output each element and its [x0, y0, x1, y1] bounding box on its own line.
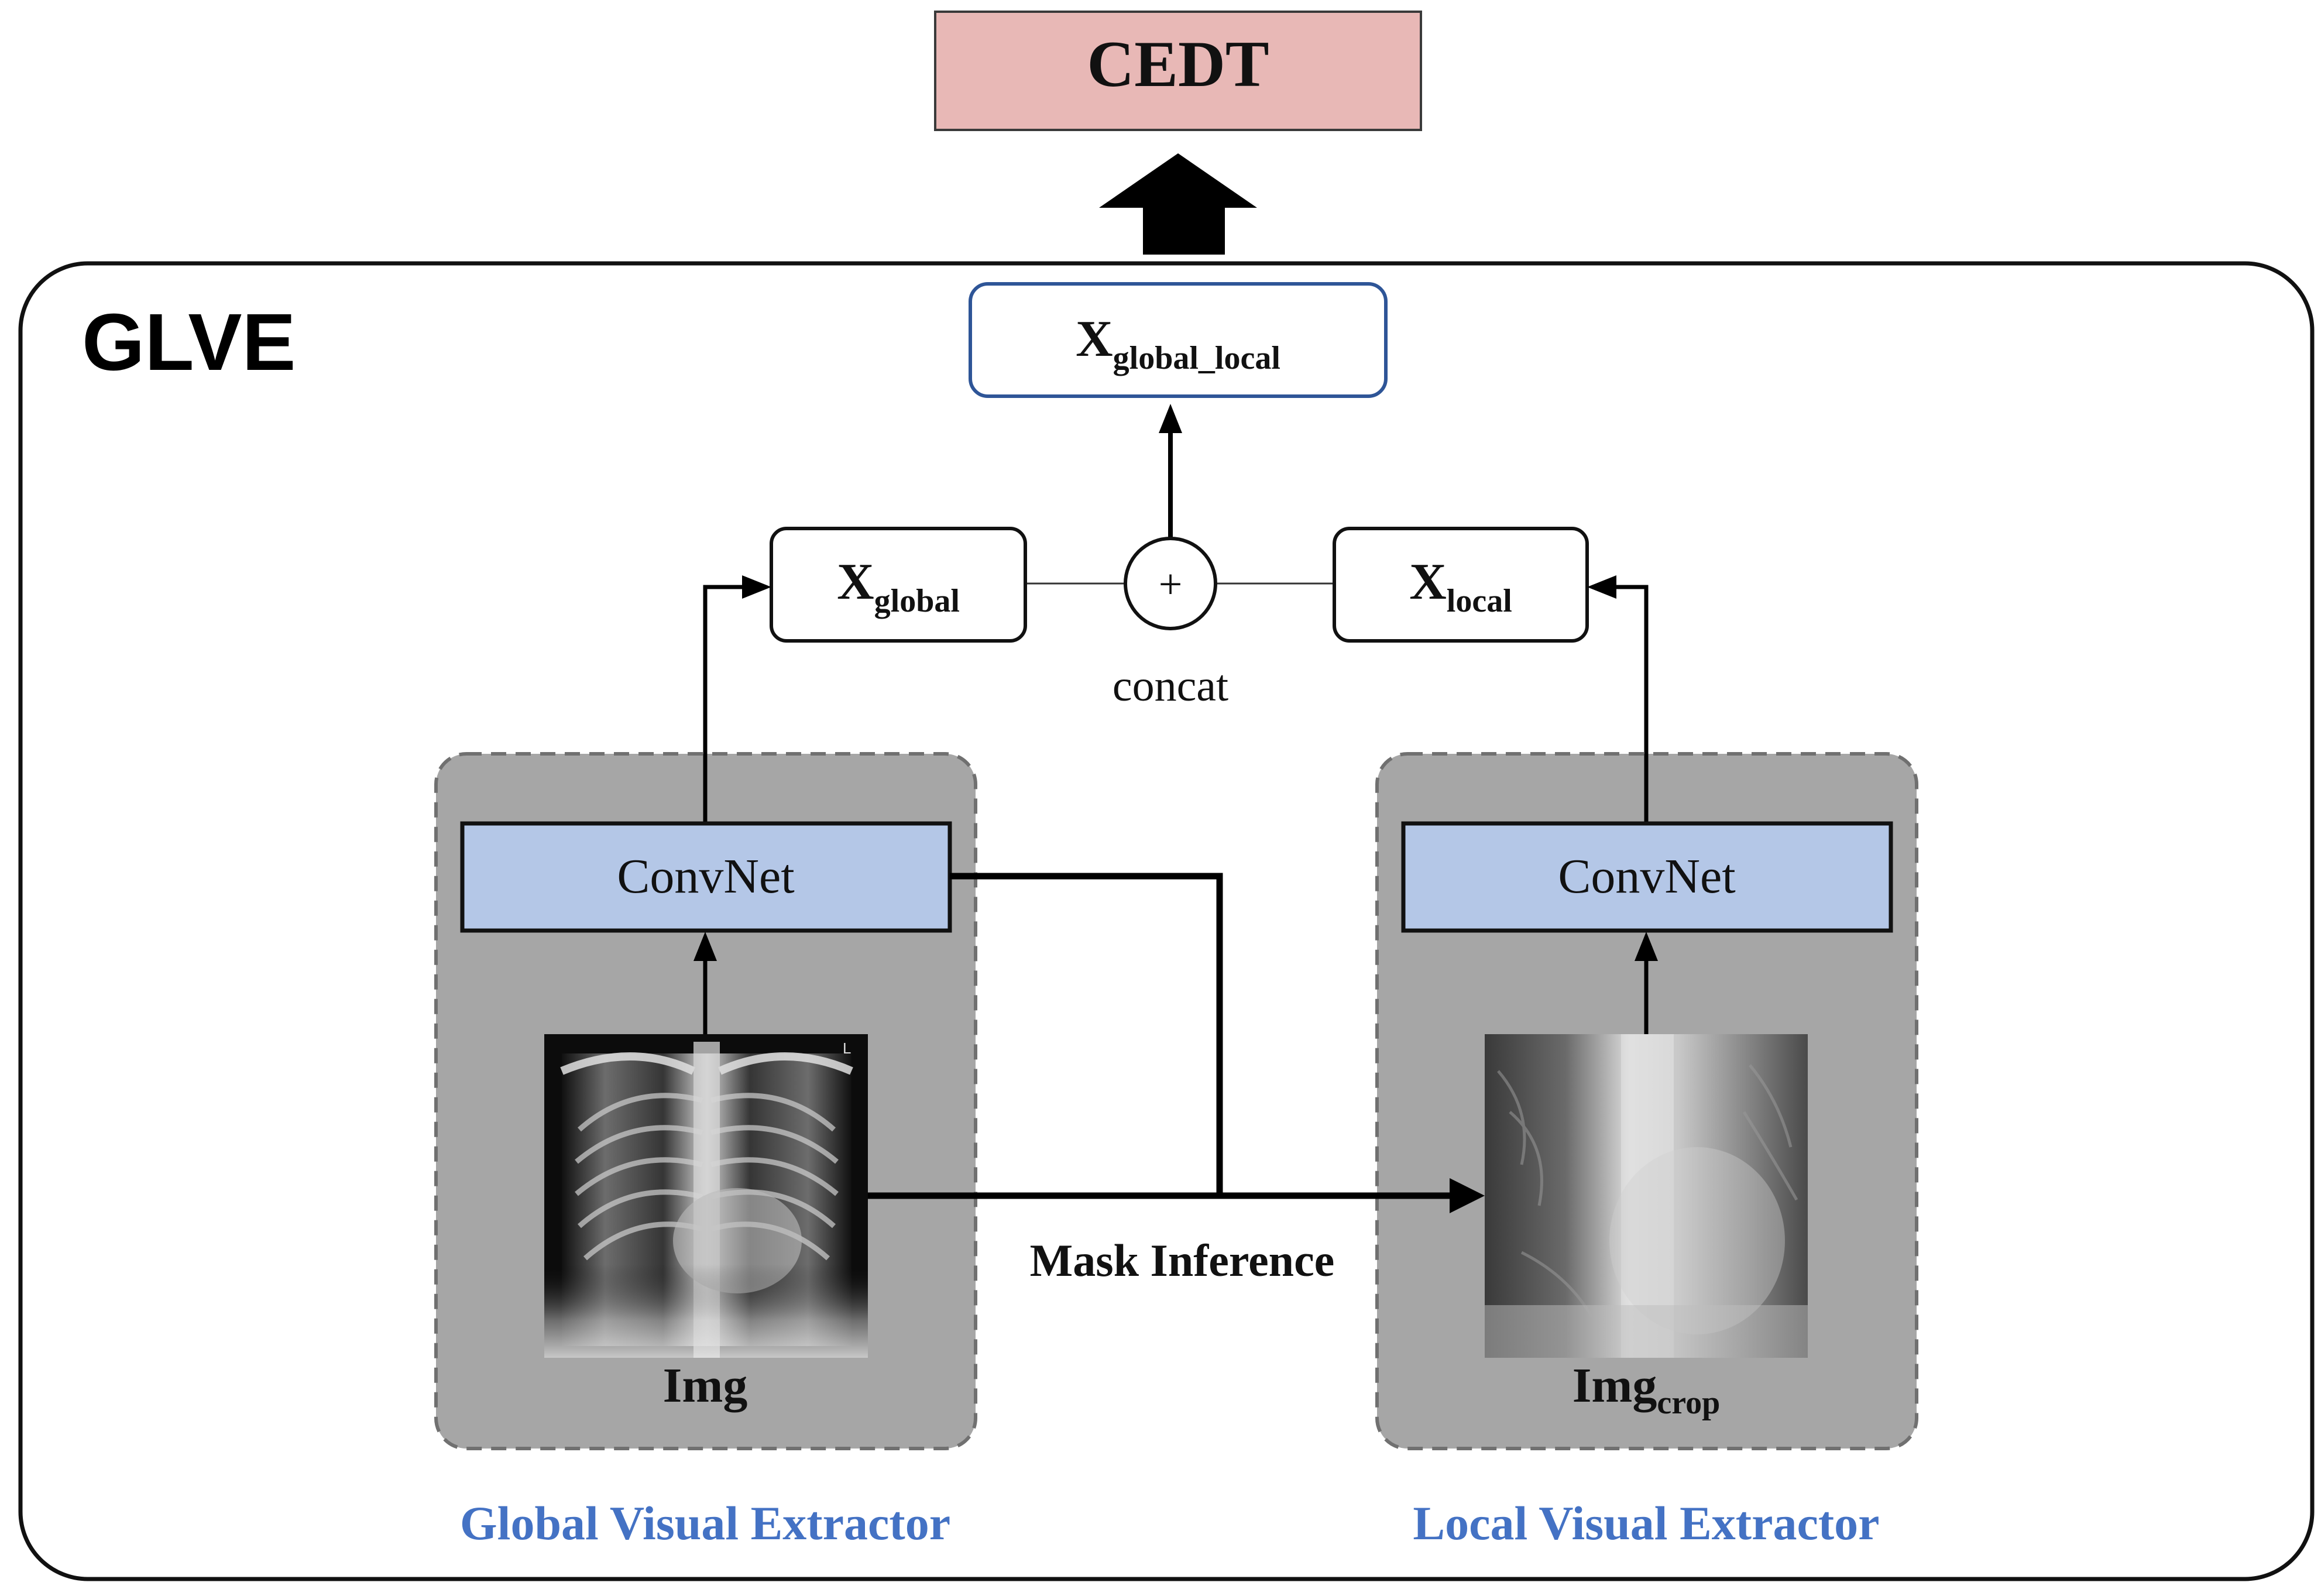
svg-text:Xglobal_local: Xglobal_local	[1076, 311, 1280, 376]
svg-text:Xlocal: Xlocal	[1409, 554, 1512, 619]
local-convnet-box: ConvNet	[1401, 821, 1893, 933]
crop-image-label-base: Img	[1572, 1358, 1657, 1413]
local-convnet-label: ConvNet	[1558, 849, 1735, 904]
arrow-left-icon	[1587, 575, 1616, 599]
global-extractor-title: Global Visual Extractor	[460, 1497, 950, 1550]
local-convnet-to-feature-connector	[1616, 585, 1649, 822]
global-image-label: Img	[663, 1358, 748, 1413]
glve-label: GLVE	[82, 297, 296, 387]
local-feature-base: X	[1409, 554, 1447, 610]
global-convnet-label: ConvNet	[617, 849, 794, 904]
arrow-up-icon	[693, 932, 717, 961]
concat-node: +	[1124, 537, 1217, 630]
local-extractor-title: Local Visual Extractor	[1413, 1497, 1879, 1550]
fused-feature-base: X	[1076, 311, 1113, 368]
up-block-arrow-icon	[1099, 153, 1257, 255]
arrow-up-icon	[1635, 932, 1658, 961]
xray-marker-icon: L	[843, 1039, 851, 1057]
cedt-box: CEDT	[934, 11, 1422, 131]
fused-feature-box: Xglobal_local	[969, 282, 1388, 398]
cropped-xray-image	[1485, 1034, 1808, 1358]
global-feature-base: X	[837, 554, 874, 610]
fused-feature-sub: global_local	[1113, 340, 1280, 376]
svg-text:Imgcrop: Imgcrop	[1572, 1358, 1721, 1421]
global-convnet-box: ConvNet	[460, 821, 952, 933]
arrow-right-icon	[742, 575, 771, 599]
global-convnet-to-feature-connector	[703, 585, 742, 822]
global-feature-sub: global	[874, 583, 960, 619]
svg-text:Xglobal: Xglobal	[837, 554, 960, 619]
global-feature-box: Xglobal	[770, 527, 1027, 643]
chest-xray-image: L	[544, 1034, 868, 1358]
concat-plus-icon: +	[1159, 561, 1183, 607]
concat-label: concat	[1113, 661, 1228, 711]
arrow-up-icon	[1159, 404, 1182, 433]
arrow-right-icon	[1450, 1178, 1485, 1213]
mask-inference-path	[950, 873, 1223, 1196]
local-feature-sub: local	[1447, 583, 1512, 619]
glve-container	[18, 261, 2315, 1581]
mask-inference-label: Mask Inference	[1030, 1235, 1335, 1286]
local-feature-box: Xlocal	[1333, 527, 1589, 643]
cedt-label: CEDT	[1087, 28, 1269, 101]
crop-image-label-sub: crop	[1657, 1385, 1720, 1421]
